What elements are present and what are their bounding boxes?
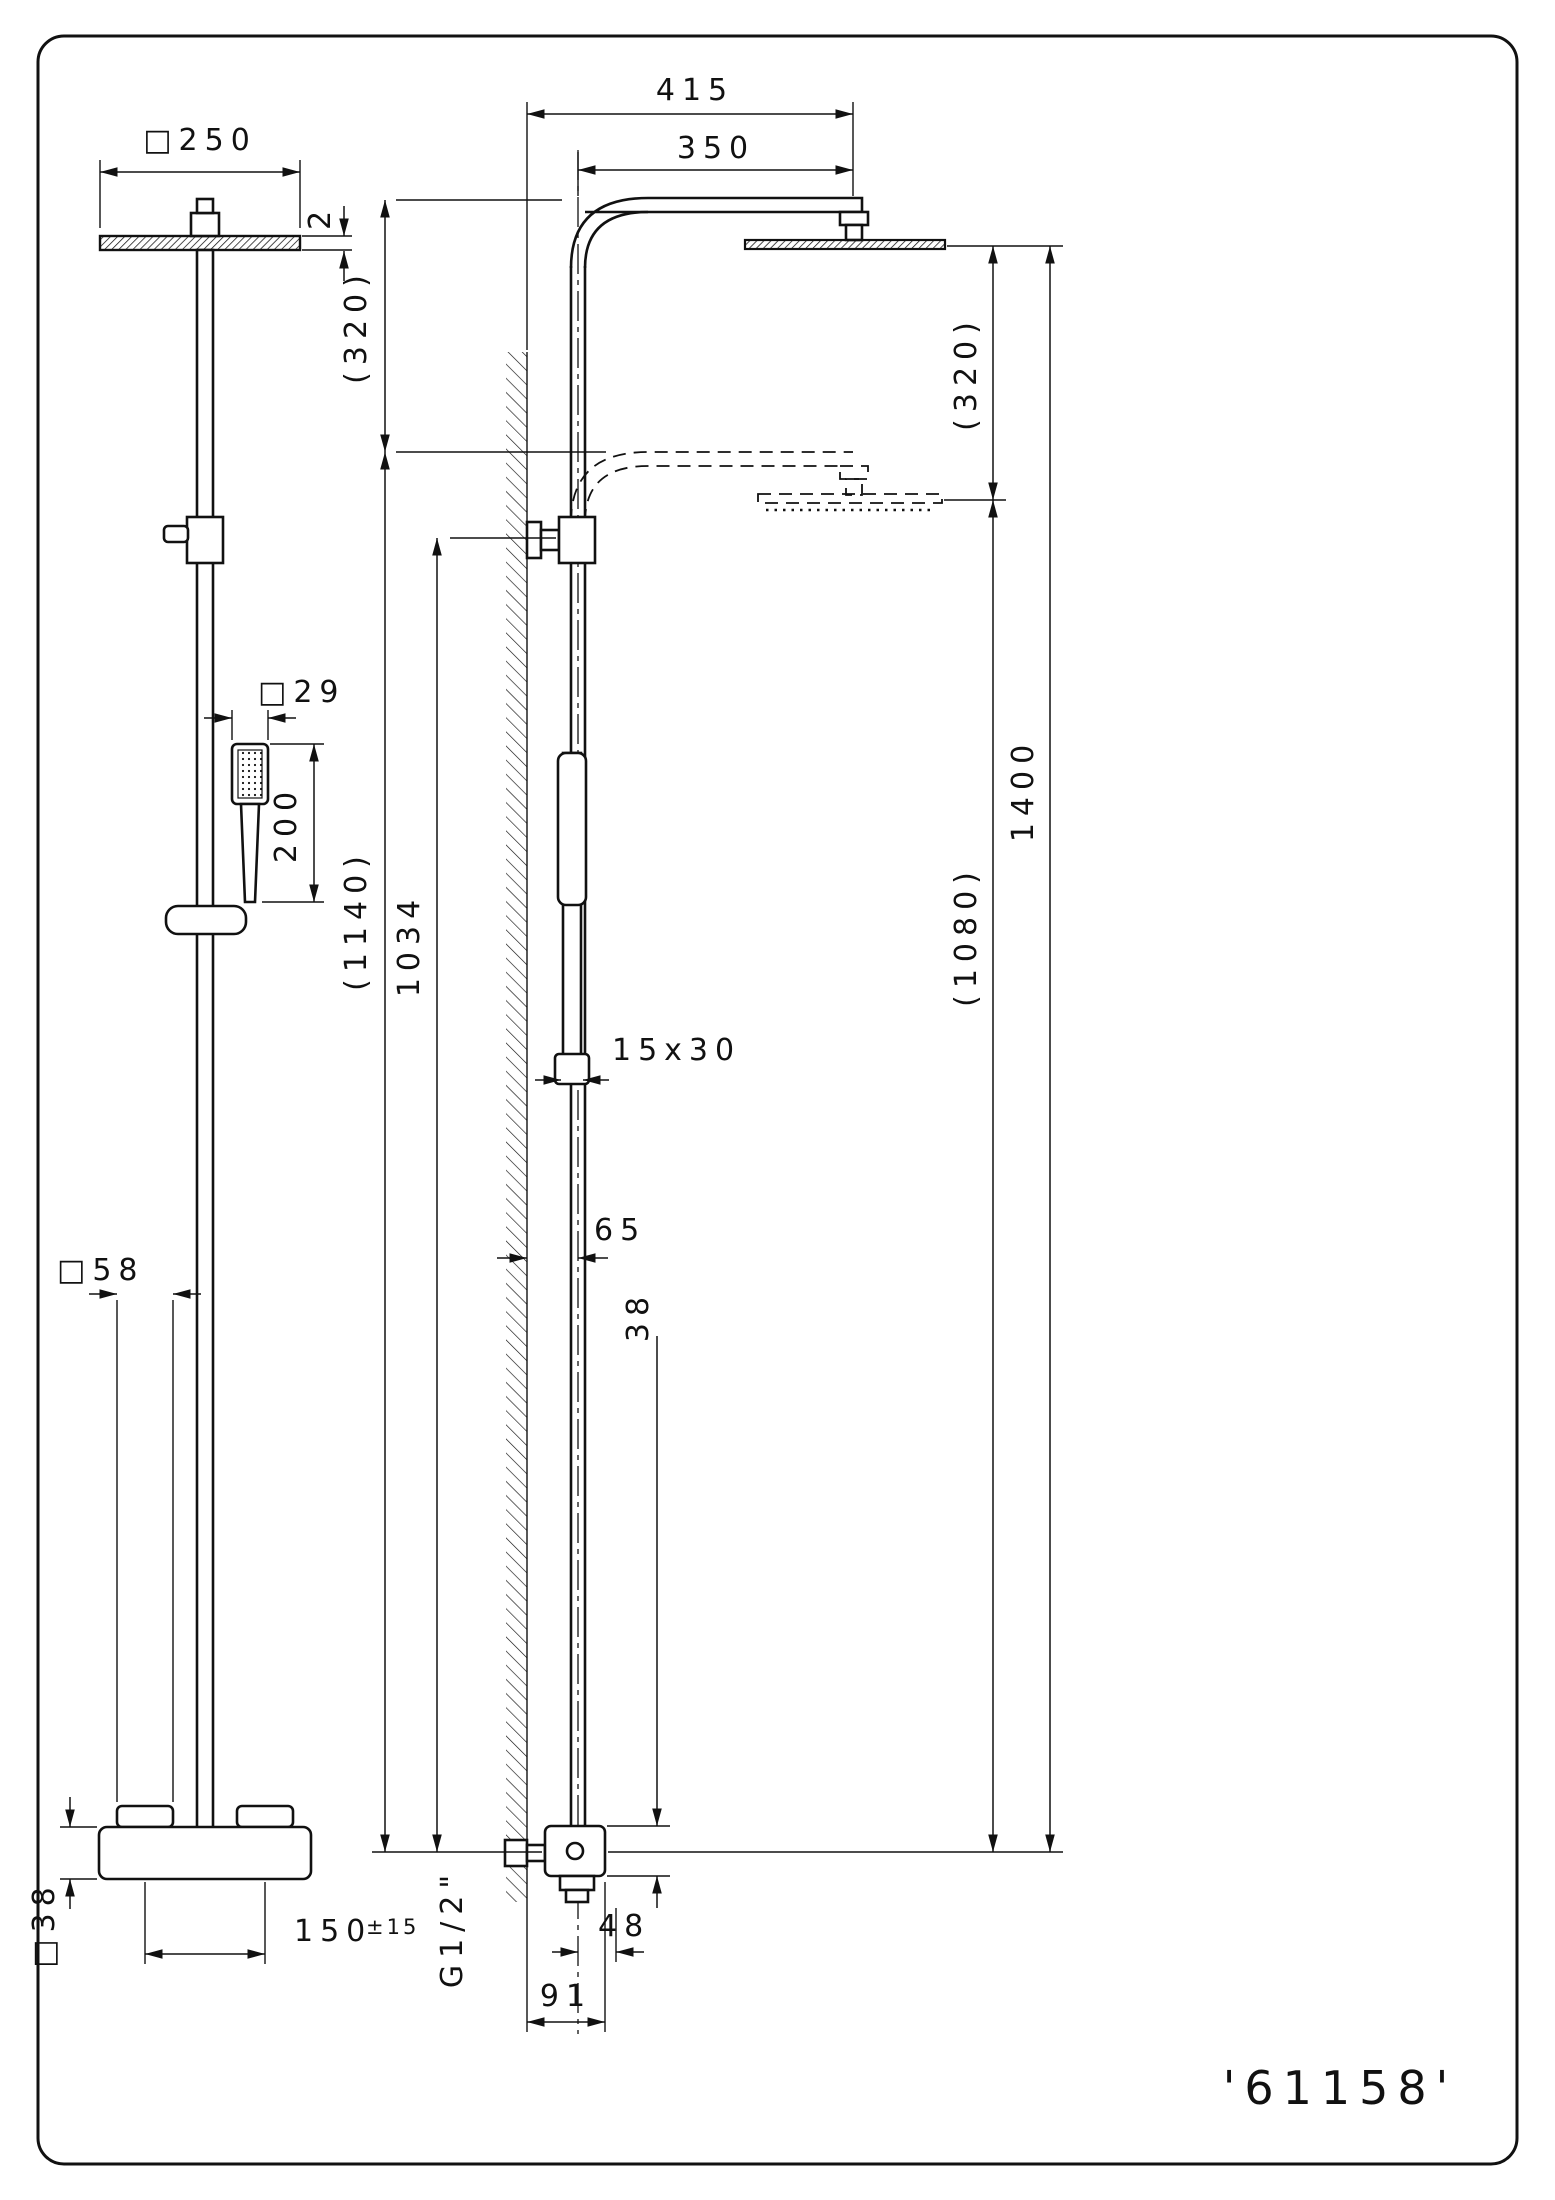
dim-rail-profile: 15x30 [535, 1033, 741, 1085]
dim-wall-to-outlet: 91 [526, 1882, 606, 2032]
dim-handle-size: □58 [57, 1253, 201, 1802]
dim-label-rail-profile: 15x30 [612, 1033, 741, 1068]
hand-shower-handle-front [239, 802, 261, 904]
dim-label-lowered-height: (1080) [949, 865, 984, 1007]
outlet-nipple-side [564, 1888, 590, 1904]
dim-label-head-thickness: 2 [303, 204, 338, 230]
dim-label-handle-size: □58 [57, 1253, 145, 1288]
dim-label-outlet-offset: 48 [598, 1909, 650, 1944]
lowered-rain-head [757, 493, 943, 504]
hand-shower-face [237, 749, 263, 799]
dim-label-supply-spacing: 150 [294, 1914, 372, 1949]
wall-flange-side [525, 520, 543, 560]
dim-reach-overall: 415 [526, 73, 854, 350]
valve-handle-right [235, 1804, 295, 1829]
front-view [97, 197, 313, 1881]
dim-head-thickness: 2 [302, 204, 352, 281]
dim-label-drop-right: (320) [949, 315, 984, 431]
lowered-arm-inner [584, 465, 840, 523]
head-connector-front [189, 211, 221, 238]
rail-bracket-side [553, 1052, 591, 1086]
dim-valve-height-side: 38 [607, 1290, 670, 1908]
dim-right-stack: (320) (1080) 1400 [608, 245, 1063, 1853]
dim-hand-shower-size: □29 [204, 675, 346, 740]
lowered-connector [839, 465, 869, 480]
valve-axis-side [565, 1841, 585, 1861]
dim-drop-left: (320) (1140) [339, 199, 606, 1853]
dim-wall-offset: 65 [497, 1213, 646, 1263]
bracket-arm-side [539, 528, 561, 552]
dim-head-width: □250 [99, 123, 301, 228]
valve-body-front [97, 1825, 313, 1881]
inlet-neck-side [525, 1843, 547, 1863]
side-view [503, 150, 947, 2034]
model-number: '61158' [1223, 2061, 1458, 2115]
rain-head-side [743, 238, 947, 251]
dim-label-reach-overall: 415 [656, 73, 734, 108]
dim-label-wall-offset: 65 [594, 1213, 646, 1248]
dim-label-diverter-height: 1034 [392, 893, 427, 997]
dim-hand-shower-length: 200 [262, 743, 324, 903]
head-connector-side [838, 210, 870, 227]
dim-label-wall-to-outlet: 91 [540, 1979, 592, 2014]
dim-supply-spacing: 150 ±15 [144, 1882, 419, 1964]
dim-label-column-height: (1140) [339, 849, 374, 991]
dim-label-valve-size: □38 [27, 1880, 62, 1968]
dim-inlet-thread: G1/2" [435, 1868, 470, 1988]
dim-diverter-height: 1034 [392, 537, 556, 1852]
dim-label-drop-left: (320) [339, 268, 374, 384]
valve-outlet-side [558, 1874, 596, 1892]
drawing-border [36, 34, 1519, 2166]
dim-label-hand-shower-size: □29 [258, 675, 346, 710]
dim-reach-arm: 350 [577, 131, 853, 196]
dim-label-head-width: □250 [143, 123, 257, 158]
diverter-handle-front [162, 524, 190, 544]
dim-label-supply-tolerance: ±15 [366, 1915, 419, 1939]
dim-label-inlet-thread: G1/2" [435, 1868, 470, 1988]
inlet-fitting-side [503, 1838, 529, 1868]
diverter-side [557, 515, 597, 565]
dim-label-valve-height-side: 38 [621, 1290, 656, 1342]
wall-hatching [506, 352, 527, 1902]
shower-column-front [195, 248, 215, 1830]
slider-bracket-front [164, 904, 248, 936]
dim-outlet-offset: 48 [552, 1908, 650, 1962]
lowered-nipple [845, 478, 863, 496]
dim-label-reach-arm: 350 [677, 131, 755, 166]
rain-head-front [98, 234, 302, 252]
valve-handle-left [115, 1804, 175, 1829]
dim-label-hand-shower-length: 200 [269, 785, 304, 863]
dim-valve-size: □38 [27, 1797, 97, 1968]
lowered-arm-outer [570, 451, 853, 523]
shower-arm-side [569, 196, 864, 269]
hand-shower-side [556, 751, 588, 907]
head-nipple-front [195, 197, 215, 215]
dim-label-overall-height: 1400 [1006, 738, 1041, 842]
shower-arm-inner [583, 210, 649, 269]
diverter-front [185, 515, 225, 565]
head-nipple-side [844, 223, 864, 242]
